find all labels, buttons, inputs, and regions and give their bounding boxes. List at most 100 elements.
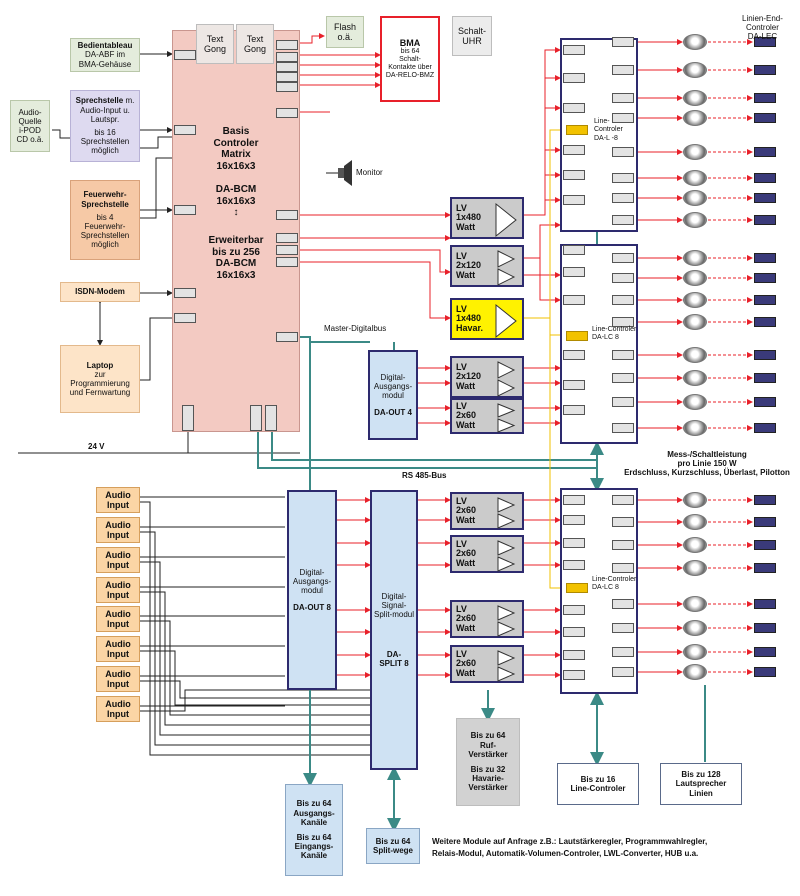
- sprech-line: Sprechstellen: [80, 137, 130, 147]
- footer-line: Weitere Module auf Anfrage z.B.: Lautstä…: [432, 837, 708, 846]
- ausgang-line: Eingangs-: [294, 842, 334, 852]
- end-controler-icon: [754, 193, 776, 203]
- amp-triangle-icon: [497, 497, 516, 529]
- amp-label: 1x480: [456, 313, 482, 324]
- core-port: [182, 405, 194, 431]
- lc-output-port: [612, 317, 634, 327]
- lc1-label: Line- Controler DA-L -8: [594, 118, 623, 143]
- speaker-icon: [683, 62, 707, 78]
- isdn-modem-box: ISDN-Modem: [60, 282, 140, 302]
- linien-end-line: DA-LEC: [747, 32, 778, 42]
- amp-label: 2x60: [456, 658, 477, 669]
- lc-input-port: [563, 195, 585, 205]
- amp-triangle-icon: [495, 303, 517, 339]
- flash-label: Flash o.ä.: [333, 21, 356, 42]
- speaker-icon: [683, 492, 707, 508]
- bma-line: DA-RELO-BMZ: [385, 72, 435, 80]
- lc-output-port: [612, 423, 634, 433]
- end-controler-icon: [754, 373, 776, 383]
- text-gong-1-label: Text Gong: [203, 33, 227, 54]
- lc-input-port: [563, 145, 585, 155]
- audio-input-label: Input: [107, 619, 129, 629]
- end-controler-icon: [754, 215, 776, 225]
- speaker-icon: [683, 620, 707, 636]
- lc-input-port: [563, 670, 585, 680]
- laptop-line: zur: [94, 369, 106, 379]
- end-controler-icon: [754, 173, 776, 183]
- audio-quelle-line: CD o.ä.: [16, 135, 44, 145]
- amp-label: 2x60: [456, 410, 477, 421]
- end-controler-icon: [754, 647, 776, 657]
- core-title-3: Matrix: [221, 149, 251, 160]
- laptop-title: Laptop: [86, 360, 114, 370]
- audio-input-label: Audio: [105, 489, 131, 500]
- end-controler-icon: [754, 667, 776, 677]
- end-controler-icon: [754, 397, 776, 407]
- speaker-icon: [683, 537, 707, 553]
- daout8-title: DA-OUT 8: [293, 603, 331, 613]
- da-out4-box: Digital- Ausgangs- modul DA-OUT 4: [368, 350, 418, 440]
- lc-input-port: [563, 560, 585, 570]
- dasplit-line: Digital-Signal-: [381, 592, 407, 611]
- end-controler-icon: [754, 273, 776, 283]
- lc1-line: Controler: [594, 126, 623, 134]
- bma-line: bis 64: [400, 48, 420, 56]
- bma-box: BMA bis 64 Schalt- Kontakte über DA-RELO…: [380, 16, 440, 102]
- bma-title: BMA: [399, 37, 421, 48]
- dasplit-line: Split-modul: [373, 610, 414, 620]
- bedien-line: BMA-Gehäuse: [78, 59, 132, 69]
- amp-label: LV: [456, 400, 467, 411]
- amp-label: 2x120: [456, 260, 482, 271]
- havarie-port: [566, 125, 588, 135]
- lc-output-port: [612, 495, 634, 505]
- core-port: [276, 62, 298, 72]
- audio-input-label: Audio: [105, 579, 131, 590]
- lc-output-port: [612, 113, 634, 123]
- amp-label: LV: [456, 495, 467, 506]
- lc1-line: Line-: [594, 118, 610, 125]
- bedien-line: DA-ABF im: [85, 50, 125, 60]
- core-port: [174, 313, 196, 323]
- amp-triangle-icon: [497, 361, 516, 397]
- lc-input-port: [563, 350, 585, 360]
- audio-quelle-line: Quelle: [18, 116, 42, 126]
- schaltuhr-label: Schalt-UHR: [457, 25, 486, 46]
- lc-input-port: [563, 295, 585, 305]
- amp-label: Watt: [456, 269, 476, 280]
- amp-label: Watt: [456, 419, 476, 430]
- speaker-icon: [683, 420, 707, 436]
- end-controler-icon: [754, 495, 776, 505]
- end-controler-icon: [754, 113, 776, 123]
- footer-line: Relais-Modul, Automatik-Volumen-Controle…: [432, 849, 699, 858]
- sprech-line: möglich: [91, 146, 119, 156]
- core-port: [276, 52, 298, 62]
- schaltuhr-box: Schalt-UHR: [452, 16, 492, 56]
- amp-label: LV: [456, 648, 467, 659]
- core-port: [276, 40, 298, 50]
- core-port: [276, 233, 298, 243]
- ausgang-line: Ausgangs-: [293, 808, 335, 818]
- core-port: [174, 125, 196, 135]
- lc-output-port: [612, 397, 634, 407]
- end-controler-icon: [754, 65, 776, 75]
- speaker-icon: [683, 644, 707, 660]
- lc-input-port: [563, 267, 585, 277]
- bedientableau-box: Bedientableau DA-ABF im BMA-Gehäuse: [70, 38, 140, 72]
- daout4-line: Ausgangs-: [373, 381, 413, 391]
- da-out8-box: Digital- Ausgangs- modul DA-OUT 8: [287, 490, 337, 690]
- linien-end-line: Linien-End-: [742, 14, 783, 23]
- bma-line: Kontakte über: [388, 64, 432, 72]
- havarie-port: [566, 583, 588, 593]
- daout4-title: DA-OUT 4: [374, 408, 412, 418]
- ruf-line: Verstärker: [468, 783, 508, 793]
- amp-triangle-icon: [495, 202, 517, 238]
- core-title-1: Basis: [222, 126, 250, 137]
- lc-input-port: [563, 627, 585, 637]
- audio-input-label: Input: [107, 500, 129, 510]
